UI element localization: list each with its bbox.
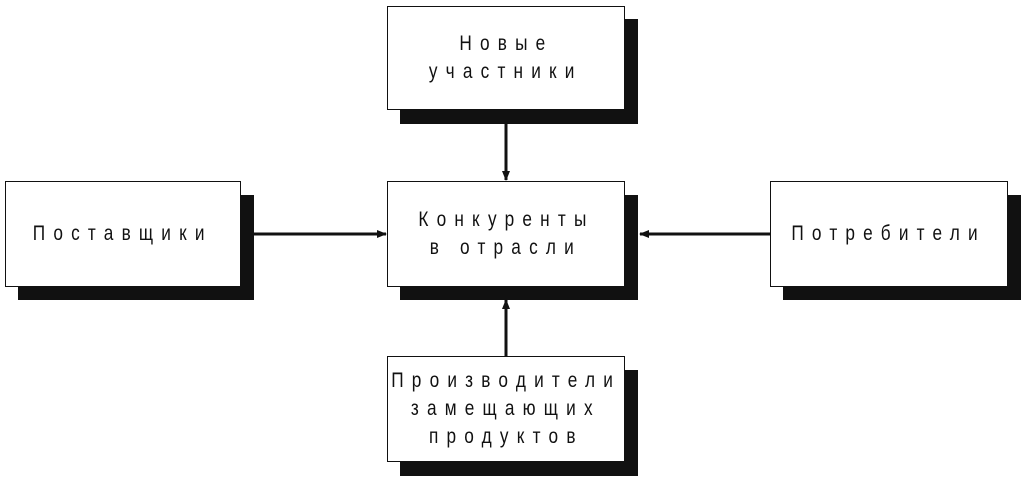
node-label-line: в отрасли bbox=[429, 236, 583, 259]
node-label-line: продуктов bbox=[428, 425, 584, 448]
node-label-line: замещающих bbox=[411, 397, 601, 420]
node-label-line: Новые bbox=[458, 32, 554, 55]
node-label-line: Конкуренты bbox=[417, 208, 595, 231]
node-competitors: Конкуренты в отрасли bbox=[387, 181, 625, 287]
node-label-line: Потребители bbox=[791, 222, 987, 245]
node-label-line: Поставщики bbox=[33, 222, 213, 245]
node-label-line: Производители bbox=[391, 369, 621, 392]
node-suppliers: Поставщики bbox=[5, 181, 241, 287]
node-new-entrants: Новые участники bbox=[387, 6, 625, 110]
node-label-line: участники bbox=[429, 60, 583, 83]
node-substitutes: Производители замещающих продуктов bbox=[387, 356, 625, 462]
node-buyers: Потребители bbox=[770, 181, 1008, 287]
